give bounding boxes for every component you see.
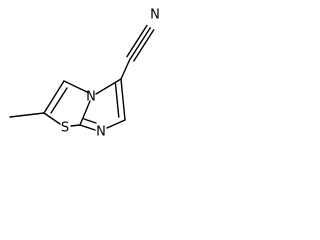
molecule-structure: N N N S	[9, 8, 160, 140]
nitrile-triple-bond	[126, 24, 155, 62]
bond-c7a-n4	[79, 100, 91, 126]
atom-label-imidazole-n: N	[96, 125, 106, 140]
bond-c3-c2	[43, 80, 65, 114]
bond-s1-c7a	[70, 124, 81, 127]
bond-n7-c7a	[79, 124, 96, 131]
bond-c2-s1	[43, 112, 61, 125]
bond-c6-c5-double	[114, 83, 120, 118]
atom-label-ring-n: N	[86, 90, 96, 105]
atom-label-nitrile-n: N	[150, 8, 160, 23]
bond-c5-c6	[120, 78, 126, 121]
bond-c6-n7	[106, 119, 126, 129]
atom-label-sulfur: S	[61, 121, 69, 136]
bond-n4-c3	[63, 80, 88, 93]
bond-c5-cnitrile	[120, 58, 131, 80]
bond-c3-c2-double	[50, 87, 68, 114]
bond-n7-c7a-double	[83, 118, 97, 124]
bond-methyl	[9, 112, 45, 118]
bond-c5-n4	[95, 78, 122, 95]
